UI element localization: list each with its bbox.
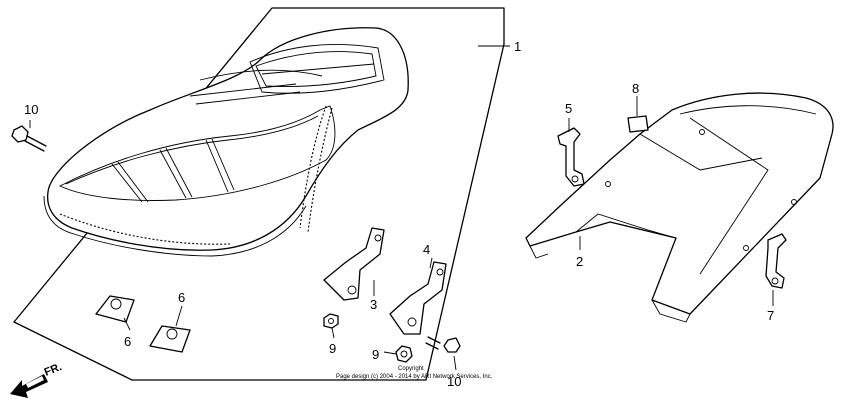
hook-lower[interactable] (765, 233, 787, 289)
direction-label: FR. (43, 361, 64, 379)
callout-5: 5 (565, 101, 572, 116)
label-tag[interactable] (627, 115, 649, 133)
front-direction-arrow-icon (10, 374, 48, 398)
grab-rail[interactable] (525, 92, 834, 323)
nut-left[interactable] (323, 313, 339, 329)
callout-9-right: 9 (372, 347, 379, 362)
seat[interactable] (43, 27, 409, 257)
clip-left[interactable] (95, 295, 135, 323)
nut-right[interactable] (395, 345, 413, 363)
hook-upper[interactable] (557, 127, 585, 187)
callout-10-top: 10 (24, 102, 38, 117)
callout-8: 8 (632, 81, 639, 96)
callout-10-bottom: 10 (447, 374, 461, 389)
callout-9-left: 9 (329, 341, 336, 356)
bracket-b[interactable] (389, 261, 447, 335)
copyright-line-2: Page design (c) 2004 - 2014 by ARI Netwo… (336, 374, 493, 380)
callout-6-right: 6 (178, 290, 185, 305)
callout-2: 2 (576, 254, 583, 269)
bolt-bottom[interactable] (425, 336, 461, 353)
callout-6-left: 6 (124, 334, 131, 349)
clip-right[interactable] (149, 325, 191, 353)
callout-4: 4 (423, 242, 430, 257)
assembly-boundary (13, 7, 505, 381)
callout-3: 3 (370, 297, 377, 312)
bracket-a[interactable] (323, 227, 385, 301)
copyright-line-1: Copyright (398, 366, 424, 372)
bolt-top[interactable] (11, 125, 47, 152)
callout-1: 1 (514, 39, 521, 54)
callout-7: 7 (767, 308, 774, 323)
